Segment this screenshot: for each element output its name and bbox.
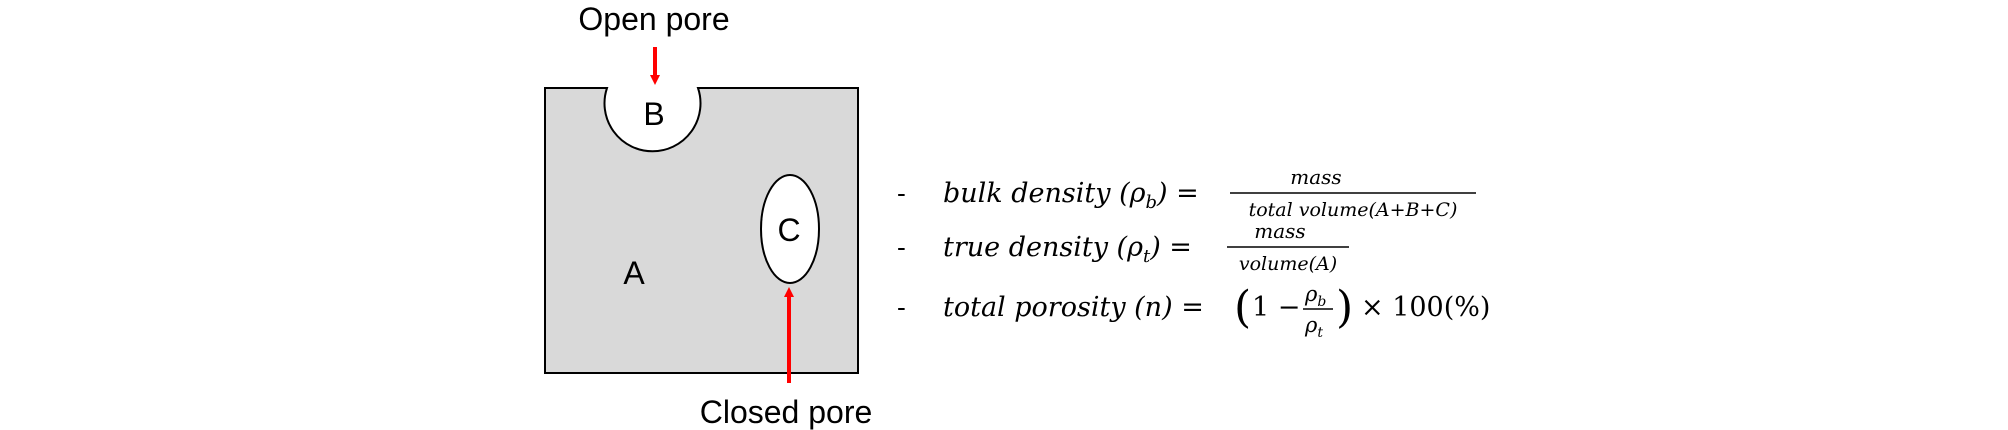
open-pore-label: Open pore	[578, 1, 729, 37]
total-porosity-tail: × 100(%)	[1361, 292, 1490, 323]
formula-bullet: -	[897, 293, 906, 323]
solid-material-block	[544, 87, 859, 374]
formula-bullet: -	[897, 233, 906, 263]
formula-true-density: - true density (ρt) = mass volume(A)	[897, 219, 1349, 275]
region-c-label: C	[777, 212, 800, 248]
formula-total-porosity: - total porosity (n) = ( 1 − ρb ρt ) × 1…	[897, 282, 1490, 341]
bulk-density-numerator: mass	[1290, 165, 1341, 189]
closed-pore-shape	[760, 174, 820, 284]
total-porosity-one-minus: 1 −	[1252, 292, 1300, 323]
region-a-label: A	[623, 255, 645, 291]
total-porosity-frac-denominator: ρt	[1304, 313, 1323, 341]
formula-bullet: -	[897, 179, 906, 209]
bulk-density-lhs: bulk density (ρb) =	[943, 178, 1199, 213]
total-porosity-open-paren: (	[1234, 282, 1251, 333]
bulk-density-denominator: total volume(A+B+C)	[1249, 199, 1458, 221]
true-density-denominator: volume(A)	[1239, 253, 1337, 275]
total-porosity-close-paren: )	[1336, 282, 1353, 333]
closed-pore-label: Closed pore	[700, 394, 873, 430]
true-density-lhs: true density (ρt) =	[943, 232, 1192, 267]
total-porosity-frac-numerator: ρb	[1304, 282, 1326, 310]
total-porosity-lhs: total porosity (n) =	[943, 292, 1204, 323]
true-density-numerator: mass	[1254, 219, 1305, 243]
region-b-label: B	[643, 96, 664, 132]
formula-bulk-density: - bulk density (ρb) = mass total volume(…	[897, 165, 1476, 221]
